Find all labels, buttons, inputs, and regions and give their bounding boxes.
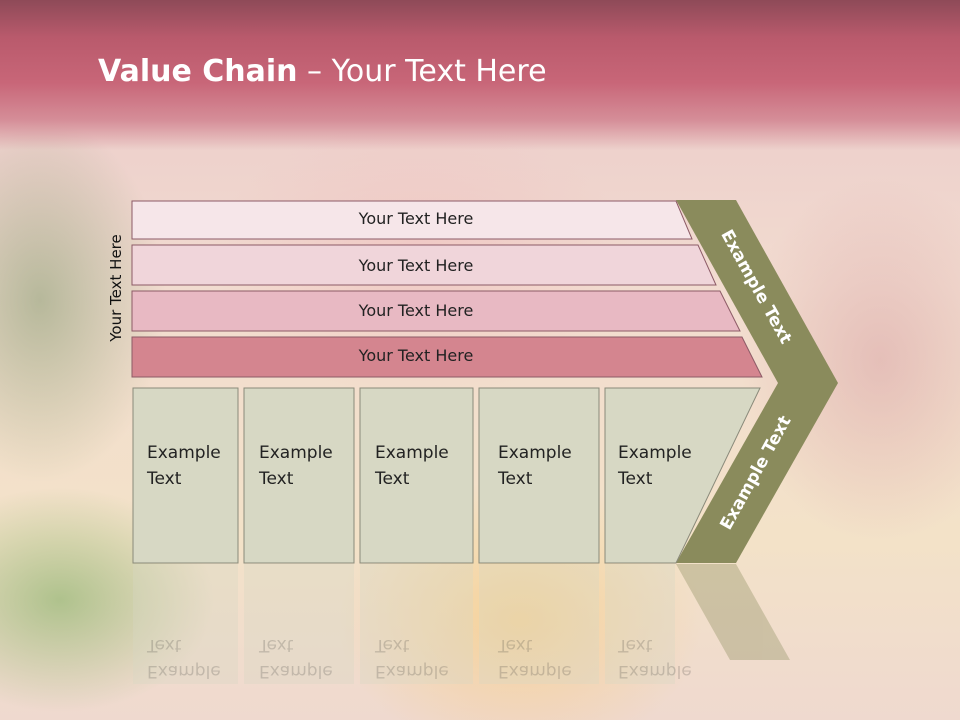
chevron-reflection — [676, 564, 790, 660]
row-1-bar — [131, 200, 693, 240]
row-1-label: Your Text Here — [358, 209, 474, 228]
cell-5-reflect-line2: Text — [618, 635, 653, 655]
reflection — [133, 564, 790, 684]
row-2-label: Your Text Here — [358, 256, 474, 275]
cell-1-box — [132, 387, 239, 564]
cell-2-box — [243, 387, 355, 564]
chevron-upper — [676, 200, 838, 383]
cell-3-reflect-line1: Example — [375, 661, 449, 681]
cell-5-line2: Text — [618, 469, 653, 489]
cell-1-reflect-line1: Example — [147, 661, 221, 681]
cell-3-line2: Text — [375, 469, 410, 489]
cell-5-reflect-line1: Example — [618, 661, 692, 681]
cell-4-line2: Text — [498, 469, 533, 489]
row-2-bar — [131, 244, 717, 286]
row-3-label: Your Text Here — [358, 301, 474, 320]
cell-5-reflection — [605, 564, 675, 684]
chevron-lower — [676, 383, 838, 563]
cell-2-line2: Text — [259, 469, 294, 489]
cell-4-box — [478, 387, 600, 564]
cell-3-reflect-line2: Text — [375, 635, 410, 655]
cell-4-reflect-line2: Text — [498, 635, 533, 655]
cell-3-reflection — [360, 564, 473, 684]
cell-1-reflect-line2: Text — [147, 635, 182, 655]
cell-4-reflection — [479, 564, 599, 684]
row-3-bar — [131, 290, 741, 332]
title-rest: – Your Text Here — [297, 54, 547, 89]
row-4-label: Your Text Here — [358, 346, 474, 365]
cell-3-box — [359, 387, 474, 564]
row-4-bar — [131, 336, 763, 378]
cell-4-line1: Example — [498, 443, 572, 463]
title-bar — [0, 0, 960, 150]
cell-2-reflect-line2: Text — [259, 635, 294, 655]
cell-1-line1: Example — [147, 443, 221, 463]
cell-5-line1: Example — [618, 443, 692, 463]
cell-2-text-reflection: Example Text — [259, 632, 333, 684]
cell-1-line2: Text — [147, 469, 182, 489]
cell-2-reflect-line1: Example — [259, 661, 333, 681]
cell-3-line1: Example — [375, 443, 449, 463]
slide-title: Value Chain – Your Text Here — [98, 54, 547, 89]
cell-5-box — [604, 387, 761, 564]
cell-4-text-reflection: Example Text — [498, 632, 572, 684]
cell-3-text-reflection: Example Text — [375, 632, 449, 684]
cell-1-reflection — [133, 564, 238, 684]
cell-4-reflect-line1: Example — [498, 661, 572, 681]
cell-5-text-reflection: Example Text — [618, 632, 692, 684]
cell-2-line1: Example — [259, 443, 333, 463]
title-bold: Value Chain — [98, 54, 298, 89]
cell-1-text-reflection: Example Text — [147, 632, 221, 684]
cell-2-reflection — [244, 564, 354, 684]
